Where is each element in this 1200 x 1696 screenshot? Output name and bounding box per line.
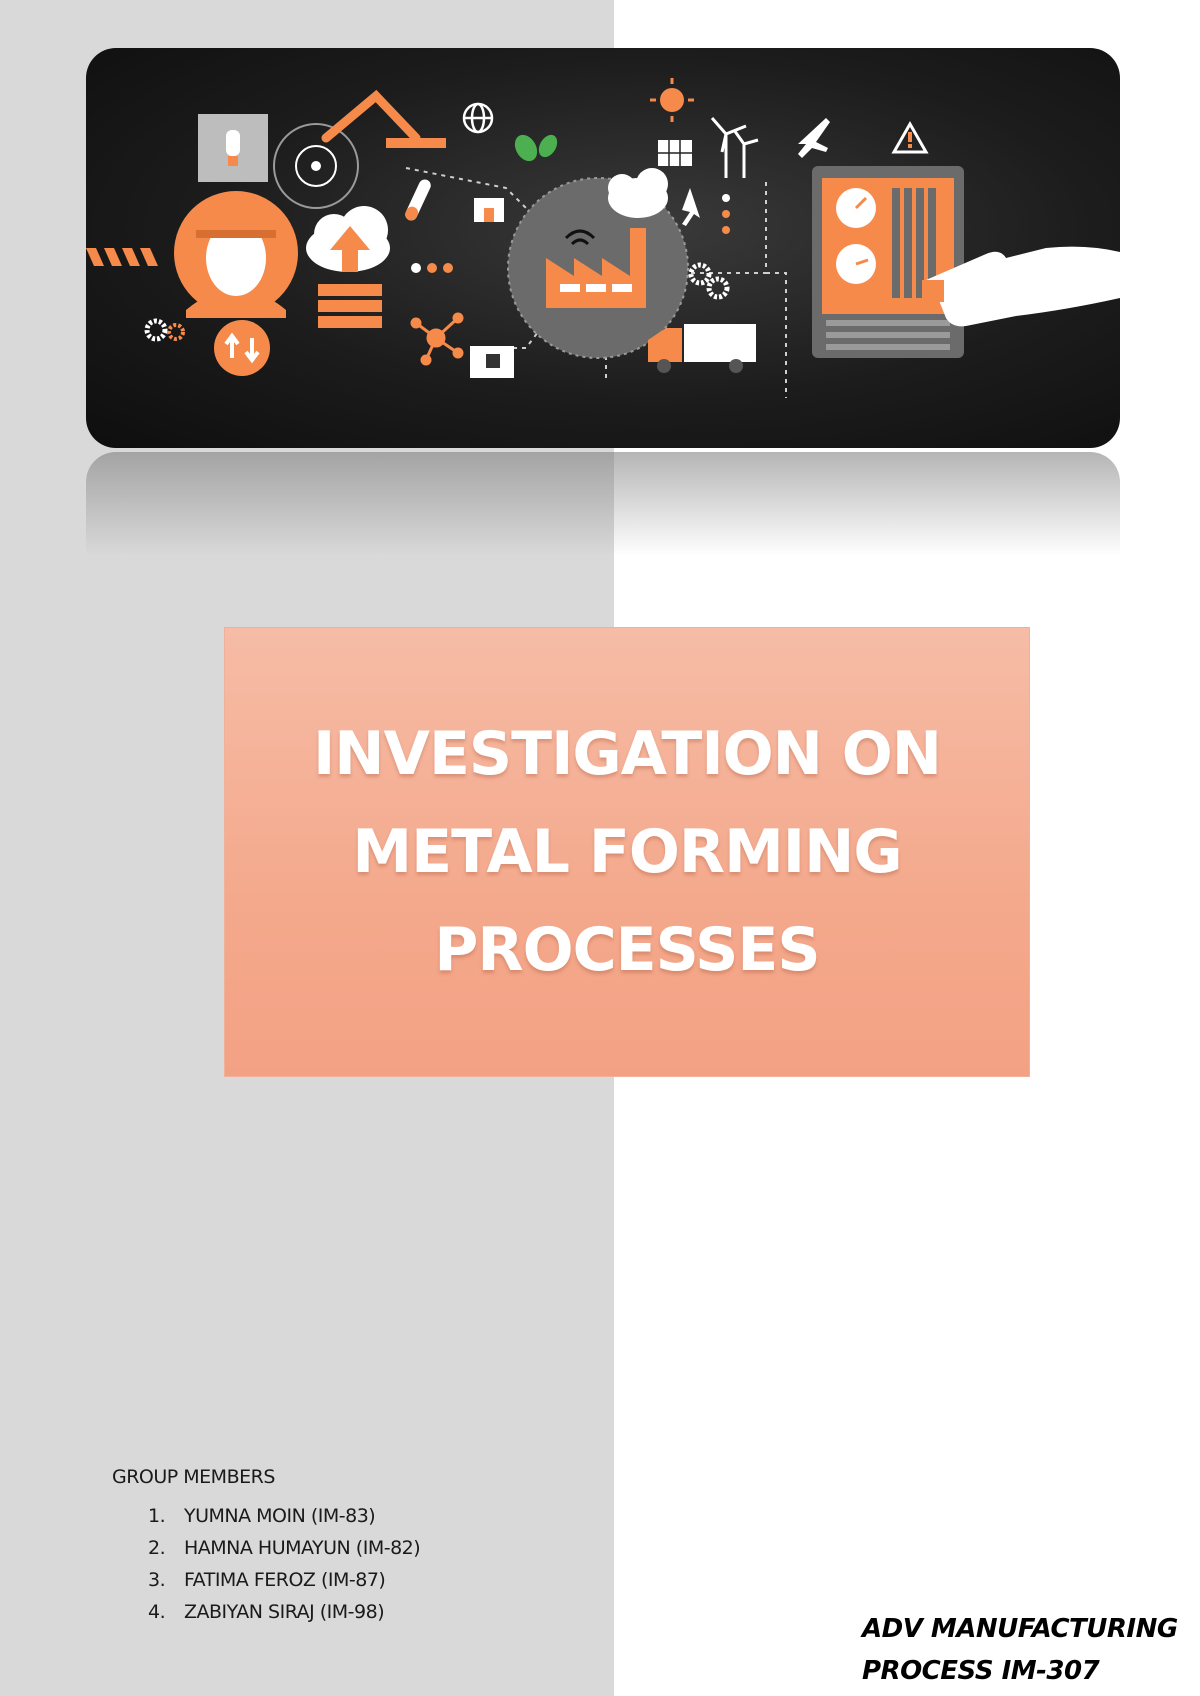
- status-lights: [722, 194, 730, 234]
- warehouse-icon: [474, 198, 504, 222]
- industry-illustration: [86, 48, 1120, 448]
- cloud-upload-icon: [306, 206, 390, 328]
- control-panel-icon: [812, 166, 964, 358]
- hazard-stripes: [86, 248, 158, 266]
- solar-panel-icon: [658, 140, 692, 166]
- member-name: FATIMA FEROZ (IM-87): [184, 1569, 386, 1591]
- members-list: 1. YUMNA MOIN (IM-83) 2. HAMNA HUMAYUN (IM…: [112, 1500, 592, 1628]
- gears-right-icon: [688, 262, 730, 300]
- device-box-icon: [470, 346, 514, 378]
- sun-icon: [650, 78, 694, 122]
- sync-arrows-icon: [214, 320, 270, 376]
- list-item: 3. FATIMA FEROZ (IM-87): [112, 1564, 592, 1596]
- cursor-icon: [682, 188, 700, 226]
- list-number: 3.: [148, 1569, 166, 1591]
- test-tube-icon: [405, 179, 431, 221]
- progress-dots: [411, 263, 453, 273]
- network-icon: [410, 312, 464, 366]
- member-name: ZABIYAN SIRAJ (IM-98): [184, 1601, 385, 1623]
- title-line-2: METAL FORMING: [352, 817, 902, 887]
- worker-icon: [174, 191, 298, 318]
- group-members-heading: GROUP MEMBERS: [112, 1466, 275, 1488]
- sensor-icon: [273, 123, 359, 209]
- airplane-icon: [798, 118, 830, 158]
- light-bulb-icon: [198, 114, 268, 182]
- course-line-1: ADV MANUFACTURING: [862, 1614, 1178, 1644]
- list-number: 1.: [148, 1505, 166, 1527]
- group-members-section: GROUP MEMBERS 1. YUMNA MOIN (IM-83) 2. HAM…: [112, 1466, 592, 1628]
- warning-icon: [891, 120, 929, 154]
- title-box: INVESTIGATION ON METAL FORMING PROCESSES: [224, 627, 1030, 1077]
- member-name: YUMNA MOIN (IM-83): [184, 1505, 376, 1527]
- document-title: INVESTIGATION ON METAL FORMING PROCESSES: [312, 705, 942, 999]
- member-name: HAMNA HUMAYUN (IM-82): [184, 1537, 421, 1559]
- truck-icon: [648, 324, 756, 373]
- factory-icon: [507, 168, 689, 359]
- course-label: ADV MANUFACTURING PROCESS IM-307: [862, 1608, 1192, 1692]
- illustration-reflection: [86, 452, 1120, 562]
- globe-icon: [462, 102, 494, 134]
- list-number: 4.: [148, 1601, 166, 1623]
- robot-arm-icon: [321, 89, 446, 148]
- list-item: 1. YUMNA MOIN (IM-83): [112, 1500, 592, 1532]
- plant-icon: [514, 134, 558, 162]
- list-item: 4. ZABIYAN SIRAJ (IM-98): [112, 1596, 592, 1628]
- course-line-2: PROCESS IM-307: [862, 1656, 1100, 1686]
- hand-icon: [922, 246, 1120, 327]
- title-line-1: INVESTIGATION ON: [312, 719, 942, 789]
- title-line-3: PROCESSES: [434, 915, 820, 985]
- gears-icon: [144, 318, 185, 342]
- list-number: 2.: [148, 1537, 166, 1559]
- list-item: 2. HAMNA HUMAYUN (IM-82): [112, 1532, 592, 1564]
- wind-turbine-icon: [710, 117, 759, 178]
